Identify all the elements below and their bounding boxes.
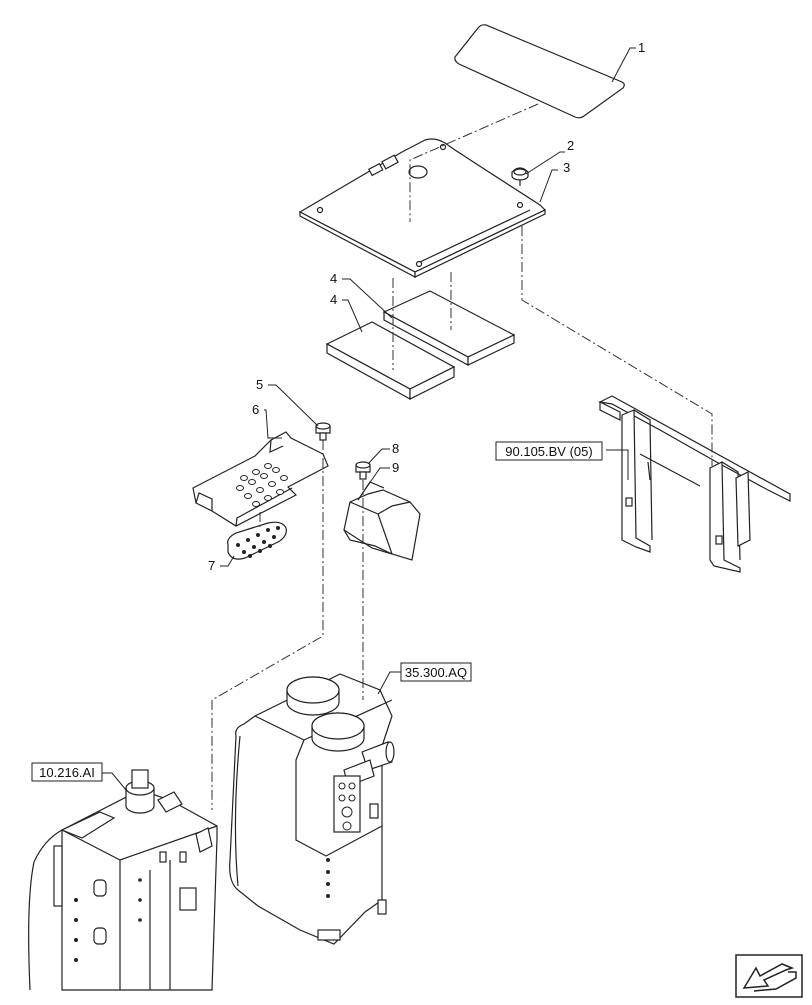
callout-9: 9	[392, 460, 399, 475]
callout-6: 6	[252, 402, 259, 417]
part-2-fastener[interactable]	[511, 167, 529, 186]
callout-1: 1	[638, 40, 645, 55]
ref-seat-frame-label: 90.105.BV (05)	[505, 444, 592, 459]
ref-fuel-tank[interactable]: 10.216.AI	[31, 762, 103, 782]
ref-hydraulic-tank[interactable]: 35.300.AQ	[400, 662, 472, 682]
ref-hydraulic-tank-label: 35.300.AQ	[405, 665, 467, 680]
callout-3: 3	[563, 160, 570, 175]
ref-seat-frame[interactable]: 90.105.BV (05)	[495, 441, 603, 461]
callout-7: 7	[208, 558, 215, 573]
part-4-pad-rear[interactable]	[382, 290, 516, 367]
leader-lines	[102, 47, 636, 791]
callout-4-upper: 4	[330, 271, 337, 286]
seat-frame-assembly[interactable]	[598, 395, 791, 573]
part-7-perforated-plate[interactable]	[227, 521, 287, 560]
assembly-lines	[211, 103, 713, 810]
part-4-pad-front[interactable]	[325, 321, 456, 401]
part-8-bolt[interactable]	[355, 461, 371, 480]
part-9-angled-cover[interactable]	[343, 481, 421, 561]
part-1-decal[interactable]	[454, 24, 625, 119]
callout-5: 5	[256, 377, 263, 392]
part-3-cover-plate[interactable]	[298, 138, 547, 278]
ref-fuel-tank-label: 10.216.AI	[39, 765, 95, 780]
part-6-perforated-bracket[interactable]	[192, 431, 329, 527]
callout-4-lower: 4	[330, 292, 337, 307]
callout-2: 2	[567, 138, 574, 153]
fuel-tank-assembly[interactable]	[28, 769, 218, 991]
arrow-icon[interactable]	[735, 954, 803, 998]
hydraulic-tank-assembly[interactable]	[229, 673, 395, 945]
callout-numbers: 1 2 3 4 4 5 6 7 8 9	[208, 40, 645, 573]
callout-8: 8	[392, 441, 399, 456]
part-5-bolt[interactable]	[315, 422, 331, 441]
